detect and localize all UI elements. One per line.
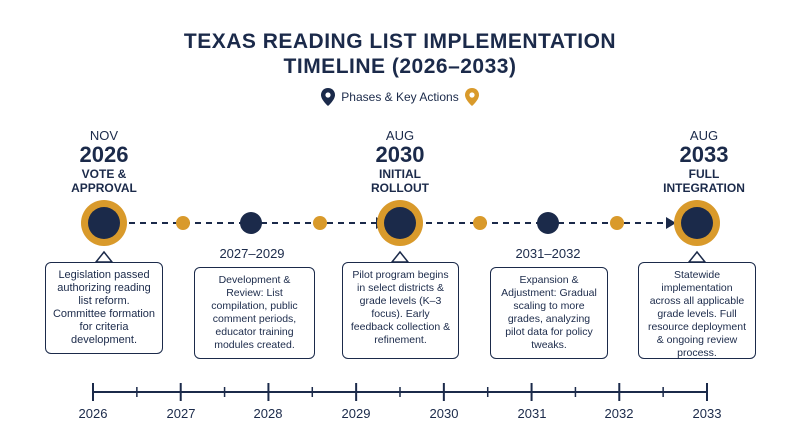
axis-year-label: 2032 xyxy=(604,406,634,421)
milestone-label: INITIAL xyxy=(379,167,421,181)
period-label: 2027–2029 xyxy=(219,246,285,261)
axis-year-label: 2030 xyxy=(429,406,459,421)
milestone-month: AUG xyxy=(689,128,719,143)
axis-year-label: 2026 xyxy=(78,406,108,421)
timeline-dot xyxy=(313,216,327,230)
phase-node xyxy=(240,212,262,234)
timeline-dot xyxy=(473,216,487,230)
milestone-label: FULL xyxy=(688,167,720,181)
description-box: Expansion & Adjustment: Gradual scaling … xyxy=(490,267,608,359)
axis-ticks xyxy=(92,383,708,401)
milestone-label: ROLLOUT xyxy=(371,181,429,195)
milestone-node xyxy=(81,200,127,246)
description-box: Pilot program begins in select districts… xyxy=(342,262,459,359)
callout-pointer xyxy=(390,250,410,263)
callout-pointer xyxy=(94,250,114,263)
milestone-2026: NOV 2026 VOTE & APPROVAL xyxy=(39,128,169,196)
location-pin-icon xyxy=(464,88,479,106)
milestone-label: APPROVAL xyxy=(71,181,137,195)
milestone-label: INTEGRATION xyxy=(663,181,745,195)
description-box: Statewide implementation across all appl… xyxy=(638,262,756,359)
description-box: Development & Review: List compilation, … xyxy=(194,267,315,359)
axis-year-label: 2031 xyxy=(517,406,547,421)
milestone-year: 2030 xyxy=(375,142,425,167)
milestone-2030: AUG 2030 INITIAL ROLLOUT xyxy=(335,128,465,196)
milestone-node xyxy=(377,200,423,246)
callout-pointer xyxy=(687,250,707,263)
milestone-month: NOV xyxy=(89,128,119,143)
period-label: 2031–2032 xyxy=(515,246,581,261)
milestone-year: 2026 xyxy=(79,142,129,167)
axis-year-label: 2027 xyxy=(166,406,196,421)
milestone-month: AUG xyxy=(385,128,415,143)
legend: Phases & Key Actions xyxy=(0,88,800,106)
legend-label: Phases & Key Actions xyxy=(341,90,459,104)
location-pin-icon xyxy=(321,88,336,106)
milestone-year: 2033 xyxy=(679,142,729,167)
axis-year-label: 2033 xyxy=(692,406,722,421)
axis-year-label: 2028 xyxy=(253,406,283,421)
milestone-node xyxy=(674,200,720,246)
milestone-2033: AUG 2033 FULL INTEGRATION xyxy=(639,128,769,196)
description-box: Legislation passed authorizing reading l… xyxy=(45,262,163,354)
arrow-right-icon xyxy=(666,217,676,229)
phase-node xyxy=(537,212,559,234)
timeline-dot xyxy=(176,216,190,230)
timeline-dot xyxy=(610,216,624,230)
page-title-line-1: TEXAS READING LIST IMPLEMENTATION xyxy=(183,30,617,53)
axis-year-label: 2029 xyxy=(341,406,371,421)
milestone-label: VOTE & xyxy=(81,167,127,181)
page-title-line-2: TIMELINE (2026–2033) xyxy=(283,55,517,78)
